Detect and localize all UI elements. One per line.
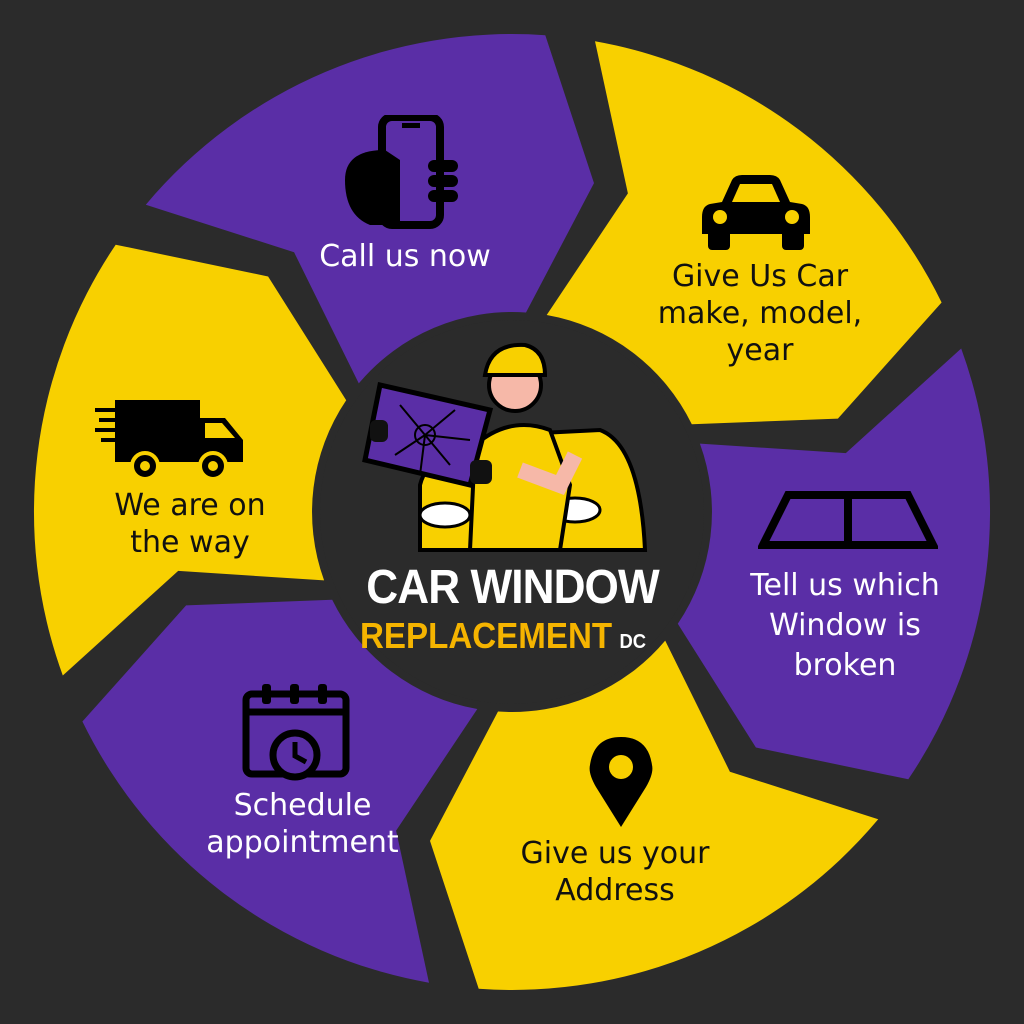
location-pin-icon: [589, 737, 653, 827]
step-label-window: Tell us which Window is broken: [750, 568, 940, 683]
delivery-truck-icon: [95, 400, 243, 481]
logo-subtitle-text: REPLACEMENT: [360, 615, 613, 656]
logo-suffix: DC: [619, 631, 647, 653]
technician-illustration: [362, 342, 648, 552]
step-label-on-the-way: We are on the way: [114, 488, 266, 560]
logo-title: CAR WINDOW: [366, 561, 659, 614]
step-label-call: Call us now: [319, 239, 491, 274]
step-segment-4: [430, 640, 879, 990]
step-label-address: Give us your Address: [520, 836, 710, 908]
step-label-car-details: Give Us Car make, model, year: [657, 259, 863, 368]
hand-phone-icon: [345, 115, 458, 229]
calendar-clock-icon: [242, 684, 350, 781]
windshield-icon: [758, 491, 938, 549]
step-segment-3: [677, 348, 991, 780]
step-label-schedule: Schedule appointment: [206, 788, 399, 860]
logo-subtitle: REPLACEMENT DC: [360, 615, 673, 657]
step-segment-5: [82, 599, 478, 983]
cap: [482, 342, 548, 377]
car-icon: [702, 175, 810, 250]
